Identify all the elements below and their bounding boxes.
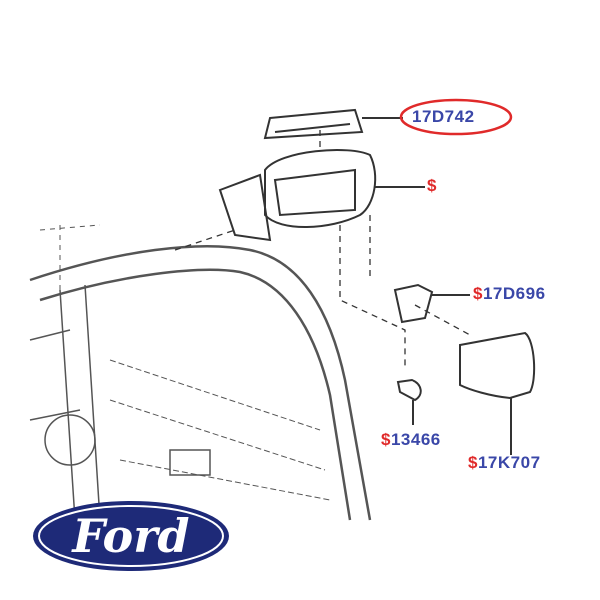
ford-logo — [33, 501, 229, 571]
part-17d696 — [393, 283, 434, 324]
mirror-base — [218, 173, 272, 242]
highlight-oval — [399, 98, 513, 136]
dashed-guides — [174, 130, 406, 370]
part-13466 — [396, 378, 422, 402]
door-frame — [29, 224, 372, 521]
ford-logo-text: Ford — [72, 509, 190, 563]
part-17d742 — [263, 108, 364, 140]
callout-17d742[interactable]: 17D742 — [412, 107, 475, 126]
mirror-housing — [264, 149, 377, 228]
part-17k707 — [459, 331, 536, 400]
callout-housing[interactable]: $ — [427, 176, 437, 195]
callout-17k707[interactable]: $17K707 — [468, 453, 541, 472]
callout-17d696[interactable]: $17D696 — [473, 284, 546, 303]
callout-13466[interactable]: $13466 — [381, 430, 441, 449]
